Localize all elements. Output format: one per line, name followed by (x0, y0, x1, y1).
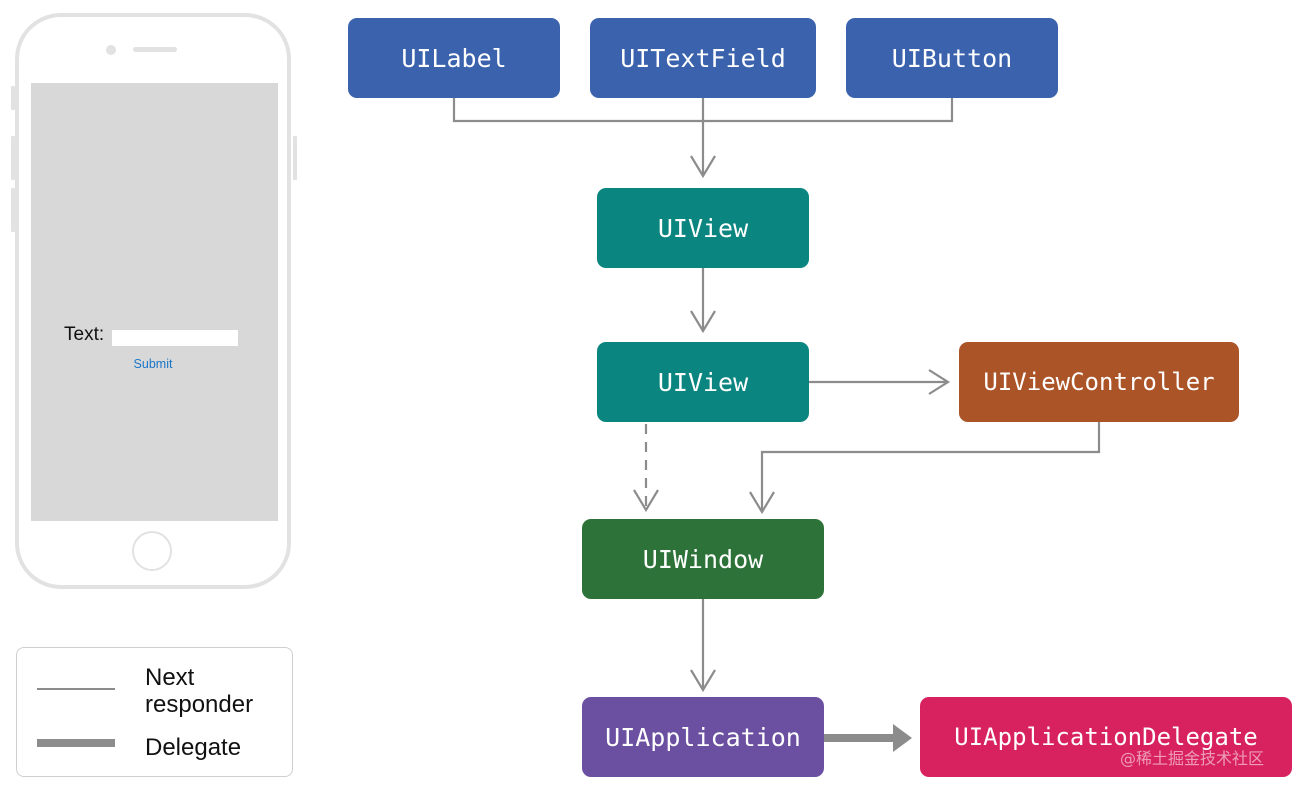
node-uiapplication: UIApplication (582, 697, 824, 777)
camera-icon (106, 45, 116, 55)
legend-next-responder-line (37, 688, 115, 690)
node-uiview-bottom: UIView (597, 342, 809, 422)
node-uilabel: UILabel (348, 18, 560, 98)
legend-next-responder-label: Next responder (145, 664, 254, 718)
phone-side-button (11, 86, 15, 110)
text-field-label: Text: (64, 324, 105, 345)
home-button[interactable] (132, 531, 172, 571)
phone-screen (31, 83, 278, 521)
phone-side-button (11, 136, 15, 180)
phone-side-button (11, 188, 15, 232)
arrowhead (928, 369, 951, 395)
node-uiapplicationdelegate: UIApplicationDelegate (920, 697, 1292, 777)
node-uiwindow: UIWindow (582, 519, 824, 599)
speaker-icon (133, 47, 177, 52)
node-uibutton: UIButton (846, 18, 1058, 98)
arrowhead (690, 155, 716, 179)
node-uiviewcontroller: UIViewController (959, 342, 1239, 422)
node-uitextfield: UITextField (590, 18, 816, 98)
legend-delegate-line (37, 739, 115, 747)
watermark: @稀土掘金技术社区 (1120, 749, 1265, 768)
node-uiview-top: UIView (597, 188, 809, 268)
arrowhead (690, 669, 716, 693)
submit-button[interactable]: Submit (133, 357, 173, 371)
legend-delegate-label: Delegate (145, 734, 242, 761)
text-input[interactable] (112, 330, 238, 346)
legend: Next responder Delegate (16, 647, 293, 777)
arrowhead (893, 724, 912, 752)
arrowhead (633, 489, 659, 513)
arrowhead (690, 310, 716, 334)
phone-side-button (293, 136, 297, 180)
arrow-uiviewcontroller-to-uiwindow (760, 422, 1101, 511)
arrowhead (749, 491, 775, 515)
